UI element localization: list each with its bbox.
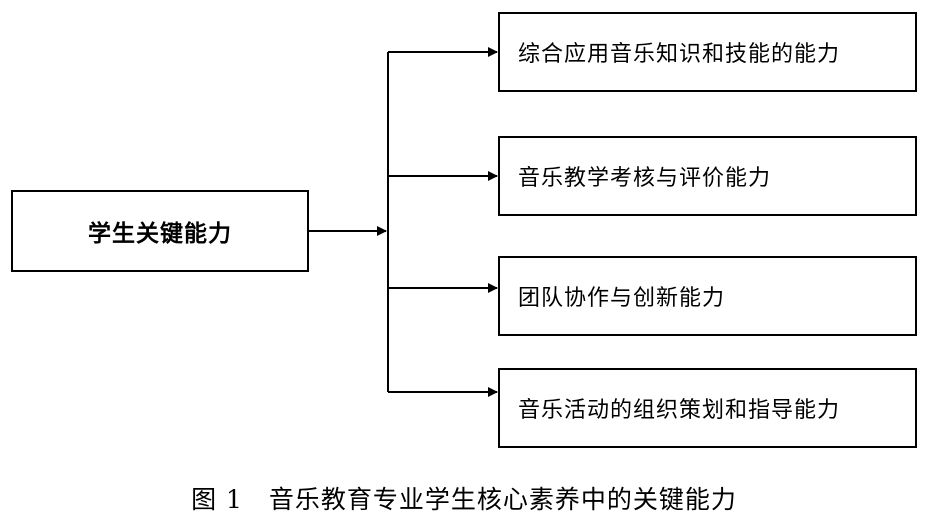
figure-caption: 图 1 音乐教育专业学生核心素养中的关键能力 (191, 485, 737, 514)
child-node-label: 综合应用音乐知识和技能的能力 (518, 42, 841, 67)
root-node: 学生关键能力 (11, 190, 309, 272)
root-node-label: 学生关键能力 (88, 221, 232, 247)
child-node-label: 音乐活动的组织策划和指导能力 (518, 398, 841, 423)
child-node-label: 音乐教学考核与评价能力 (518, 166, 772, 191)
child-node-0: 综合应用音乐知识和技能的能力 (498, 12, 917, 92)
child-node-2: 团队协作与创新能力 (498, 256, 917, 336)
child-node-1: 音乐教学考核与评价能力 (498, 136, 917, 216)
child-node-label: 团队协作与创新能力 (518, 286, 726, 311)
child-node-3: 音乐活动的组织策划和指导能力 (498, 368, 917, 448)
